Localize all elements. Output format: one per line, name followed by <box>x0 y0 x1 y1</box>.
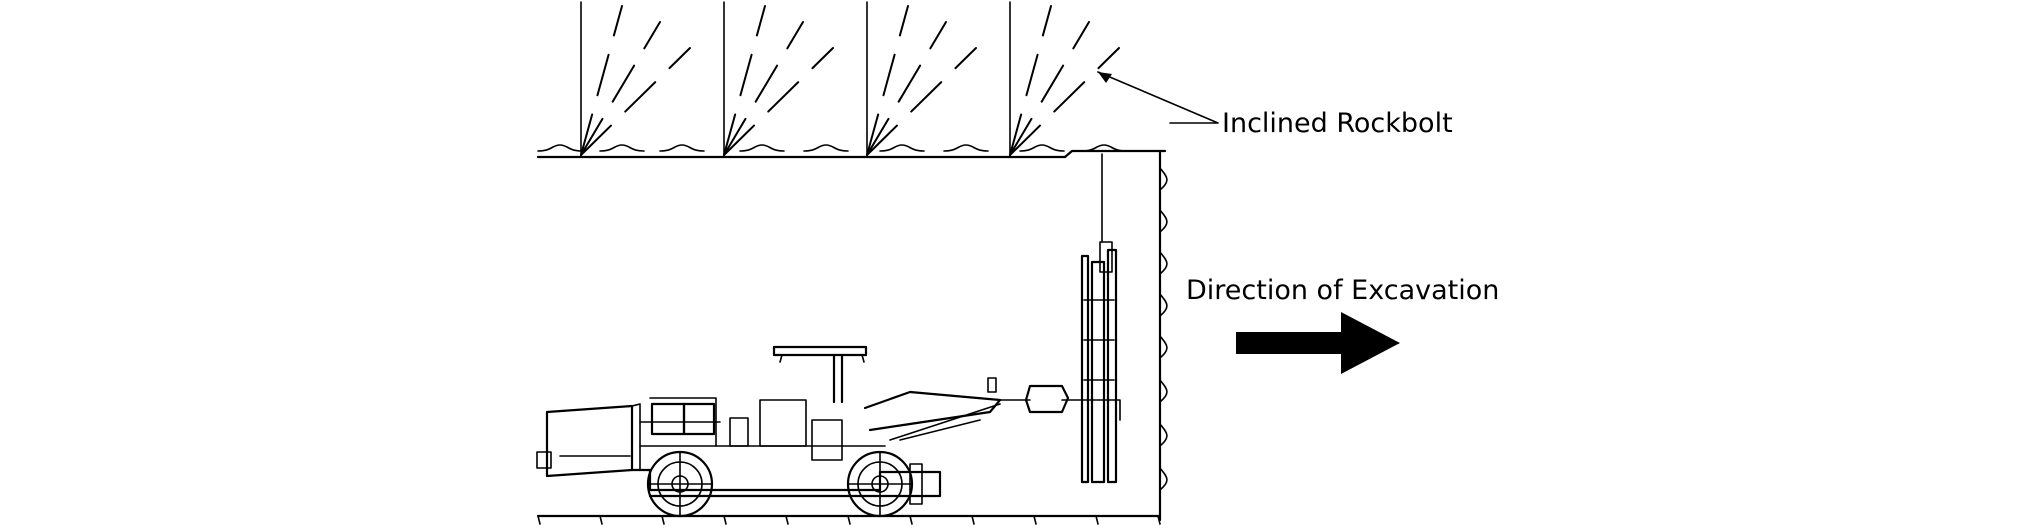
rockbolt-fan-1 <box>580 1 691 156</box>
direction-label: Direction of Excavation <box>1186 275 1499 306</box>
rockbolt-leader <box>1097 71 1219 124</box>
tunnel-face <box>1158 149 1168 522</box>
rockbolt-fan-4 <box>1009 1 1120 156</box>
tunnel-crown <box>536 144 1167 159</box>
rockbolt-label: Inclined Rockbolt <box>1222 108 1453 139</box>
rockbolt-fan-3 <box>866 1 977 156</box>
drilling-rig <box>536 153 1121 518</box>
excavation-arrow <box>1236 312 1400 374</box>
tunnel-floor <box>536 514 1162 525</box>
rockbolt-fan-2 <box>723 1 834 156</box>
